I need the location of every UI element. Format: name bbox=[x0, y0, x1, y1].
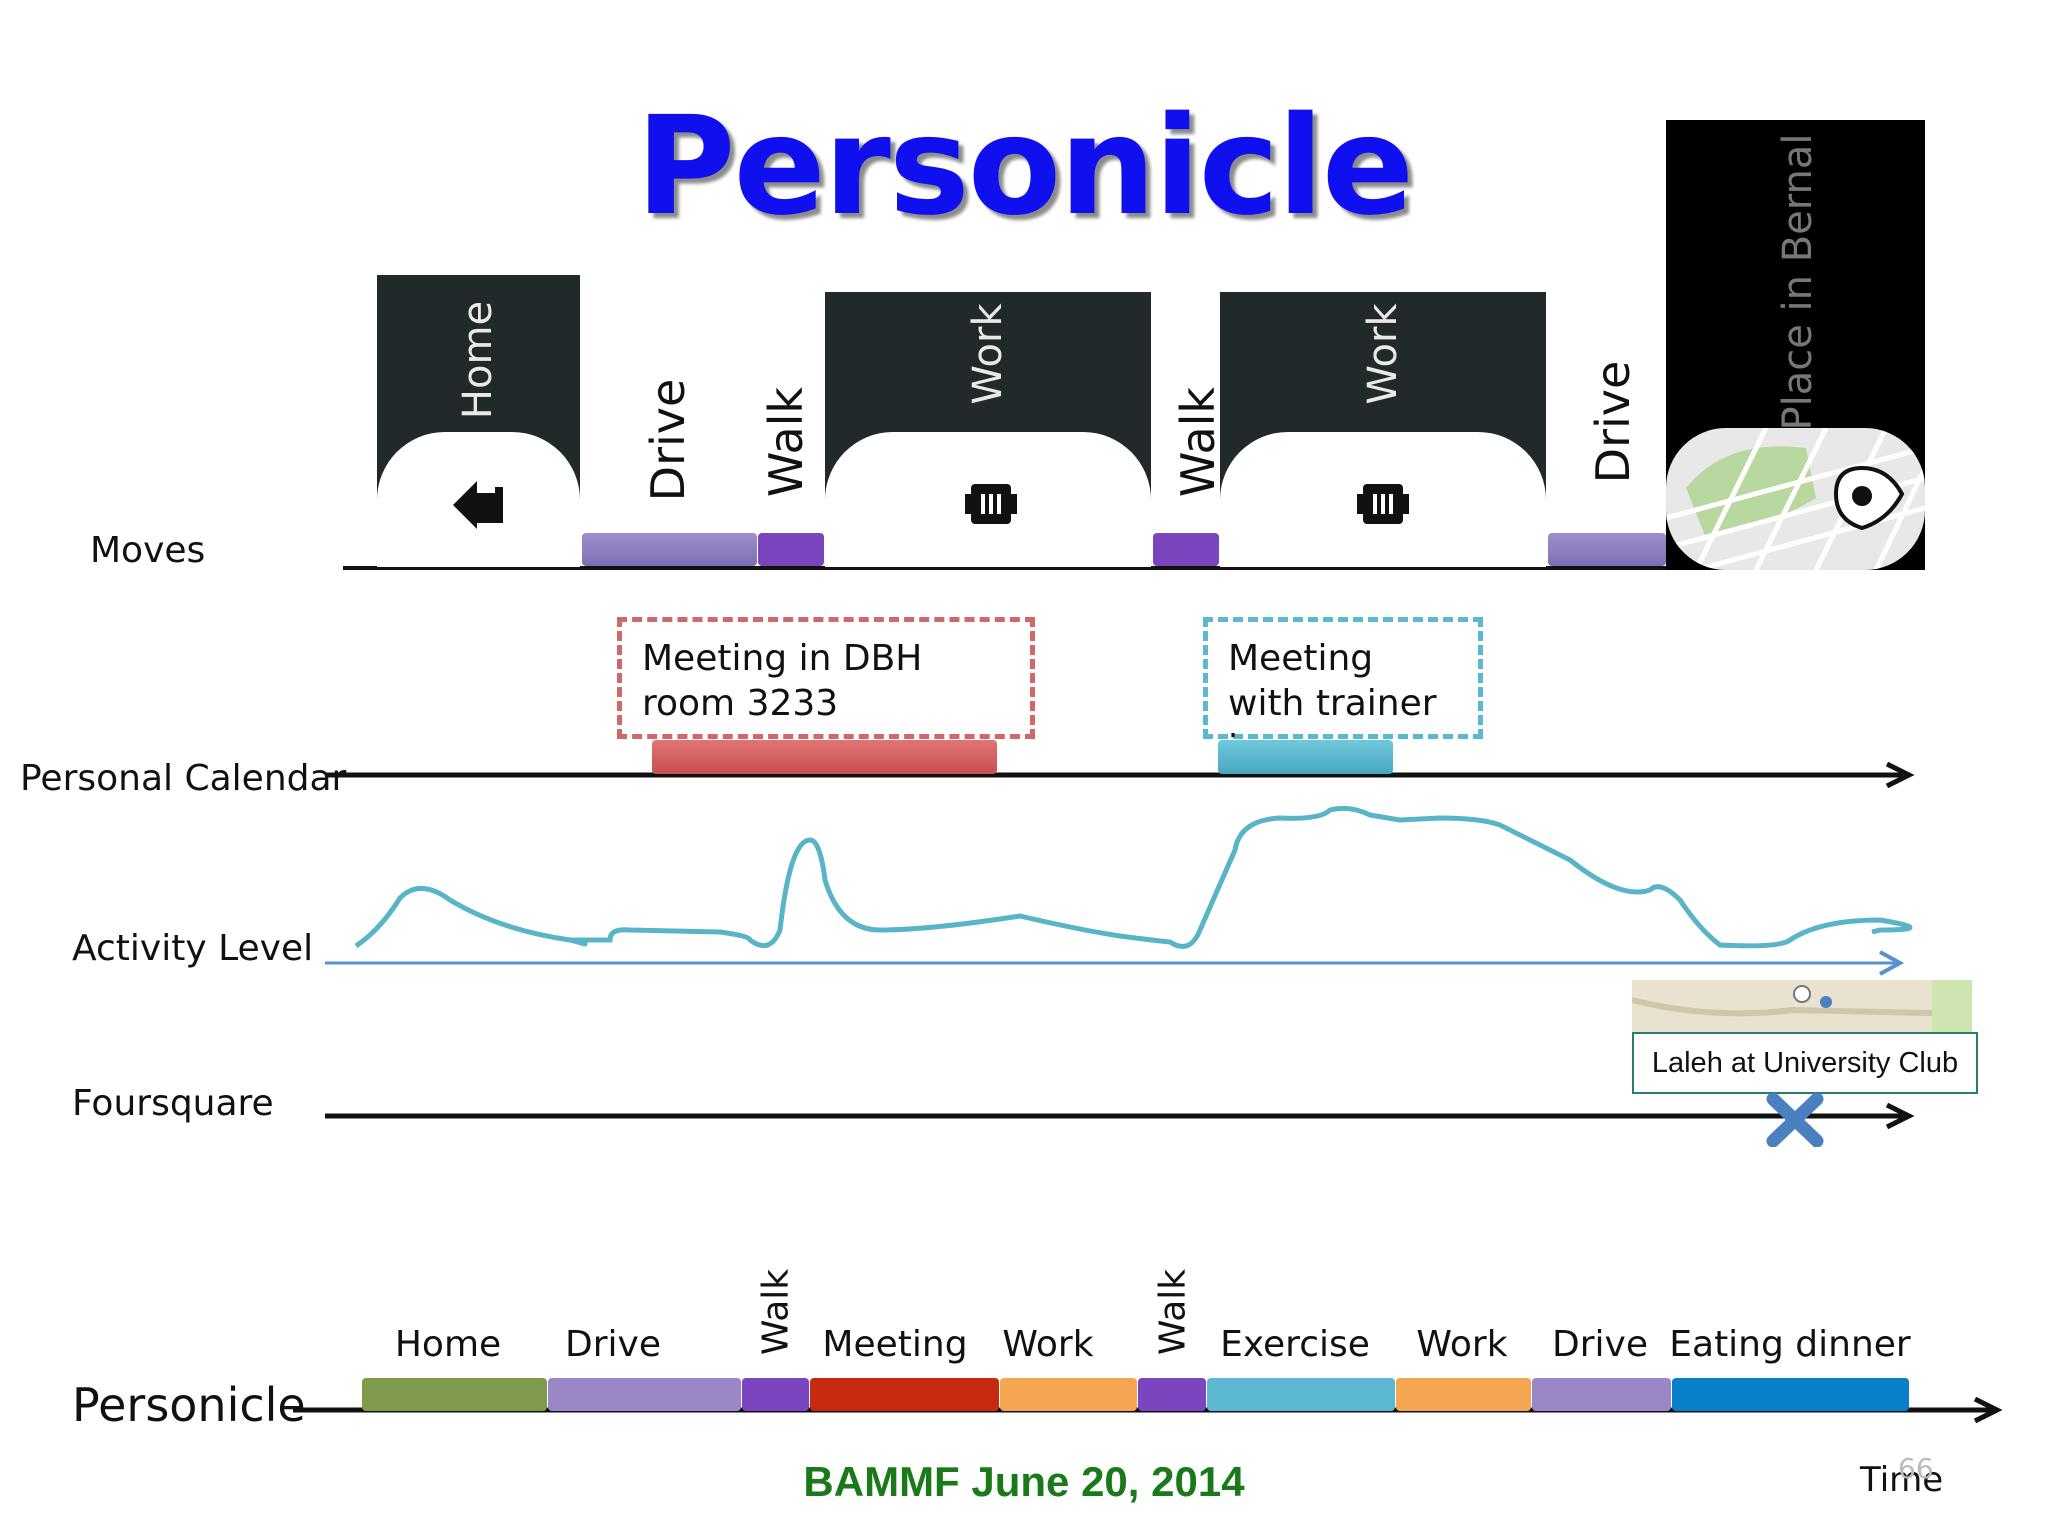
activity-line bbox=[354, 805, 1913, 949]
row-label-personicle: Personicle bbox=[72, 1378, 306, 1432]
calendar-event-bar bbox=[652, 740, 997, 774]
calendar-event-bar bbox=[1218, 740, 1393, 774]
foursquare-map bbox=[1632, 980, 1972, 1032]
moves-drive-bar bbox=[582, 533, 757, 566]
page-number: 66 bbox=[1898, 1452, 1934, 1485]
personicle-segment-label: Walk bbox=[1152, 1268, 1193, 1356]
moves-card-label: Work bbox=[1360, 303, 1406, 405]
personicle-segment-bar bbox=[810, 1378, 999, 1411]
moves-card-label: Home bbox=[455, 300, 501, 420]
personicle-segment-bar bbox=[1532, 1378, 1671, 1411]
personicle-segment-label: Drive bbox=[565, 1324, 661, 1365]
moves-walk-bar bbox=[1153, 533, 1219, 566]
calendar-axis bbox=[325, 762, 1915, 788]
footer-text: BAMMF June 20, 2014 bbox=[803, 1458, 1245, 1505]
moves-card-place: Place in Bernal bbox=[1666, 120, 1925, 570]
moves-segment-label: Drive bbox=[641, 378, 695, 502]
personicle-segment-label: Meeting bbox=[822, 1324, 968, 1365]
personicle-segment-bar bbox=[1672, 1378, 1909, 1411]
moves-axis bbox=[343, 566, 1923, 570]
personicle-segment-bar bbox=[1138, 1378, 1206, 1411]
foursquare-checkin-card: Laleh at University Club bbox=[1632, 1032, 1978, 1094]
moves-card-label: Work bbox=[965, 303, 1011, 405]
personicle-segment-label: Drive bbox=[1552, 1324, 1648, 1365]
moves-card-label: Place in Bernal bbox=[1775, 133, 1821, 431]
personicle-segment-label: Eating dinner bbox=[1669, 1324, 1911, 1365]
personicle-segment-bar bbox=[1396, 1378, 1531, 1411]
slide-title: Personicle bbox=[635, 88, 1414, 246]
personicle-segment-bar bbox=[1000, 1378, 1137, 1411]
moves-walk-bar bbox=[758, 533, 824, 566]
foursquare-axis bbox=[325, 1103, 1915, 1129]
personicle-segment-bar bbox=[742, 1378, 809, 1411]
moves-segment-label: Drive bbox=[1586, 360, 1640, 484]
personicle-segment-label: Walk bbox=[755, 1268, 797, 1356]
foursquare-cross-icon bbox=[1766, 1093, 1824, 1147]
calendar-event-box: Meeting with trainer in gym bbox=[1203, 617, 1483, 769]
personicle-segment-label: Work bbox=[1002, 1324, 1094, 1365]
moves-card-work-1: Work bbox=[825, 292, 1151, 567]
moves-segment-label: Walk bbox=[1171, 386, 1225, 498]
row-label-activity: Activity Level bbox=[72, 928, 314, 969]
row-label-calendar: Personal Calendar bbox=[20, 758, 347, 799]
personicle-segment-bar bbox=[548, 1378, 741, 1411]
personicle-segment-label: Exercise bbox=[1220, 1324, 1370, 1365]
moves-card-work-2: Work bbox=[1220, 292, 1546, 567]
moves-card-home: Home bbox=[377, 275, 580, 567]
home-arrow-icon bbox=[453, 481, 503, 529]
personicle-segment-label: Home bbox=[394, 1324, 502, 1365]
time-axis-label: Time bbox=[1860, 1460, 1944, 1500]
building-icon bbox=[965, 484, 1017, 524]
building-icon bbox=[1357, 484, 1409, 524]
map-thumbnail bbox=[1666, 428, 1925, 570]
moves-drive-bar bbox=[1548, 533, 1666, 566]
moves-segment-label: Walk bbox=[759, 386, 813, 498]
calendar-event-text: Meeting in DBH room 3233 bbox=[642, 638, 923, 724]
row-label-moves: Moves bbox=[90, 530, 206, 571]
row-label-foursquare: Foursquare bbox=[72, 1083, 274, 1124]
personicle-segment-bar bbox=[1207, 1378, 1395, 1411]
activity-chart bbox=[325, 805, 1913, 976]
personicle-segment-label: Work bbox=[1416, 1324, 1508, 1365]
personicle-segment-bar bbox=[362, 1378, 547, 1411]
calendar-event-box: Meeting in DBH room 3233 bbox=[617, 617, 1035, 739]
